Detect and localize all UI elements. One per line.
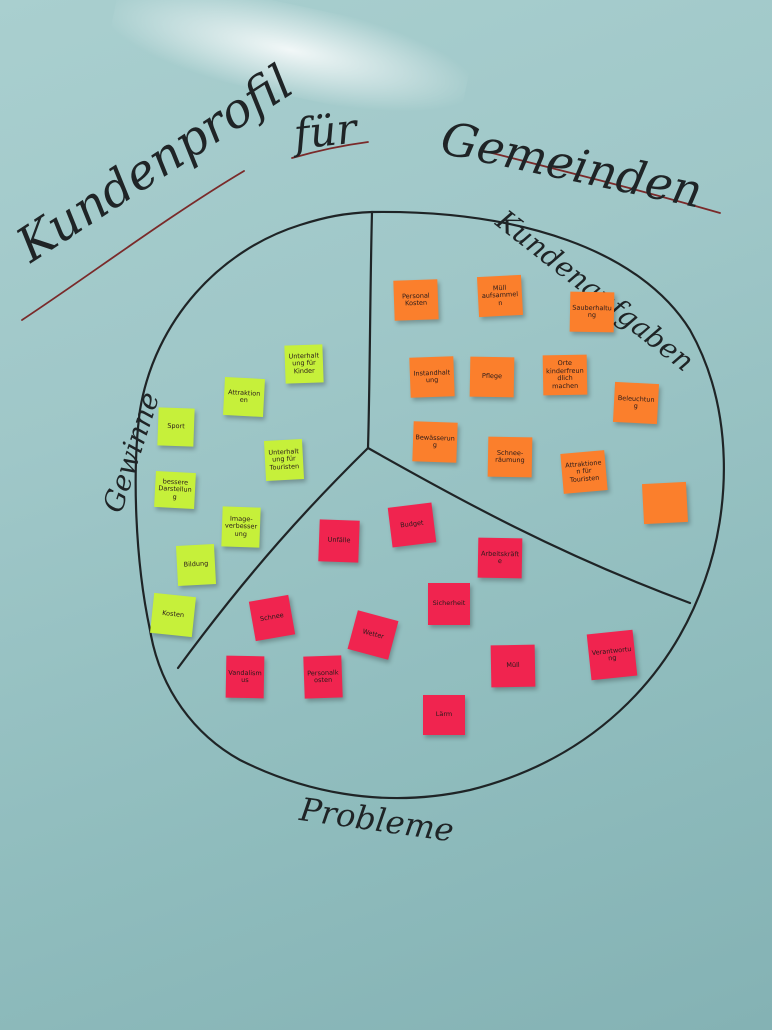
note-task: Personal Kosten	[393, 279, 439, 321]
note-gain: Kosten	[150, 592, 196, 638]
note-task: Pflege	[469, 356, 515, 398]
title-underline-3	[479, 149, 721, 214]
note-problem: Unfälle	[318, 519, 360, 563]
note-task: Attraktionen für Touristen	[560, 450, 608, 494]
note-task: Schnee-räumung	[487, 436, 533, 478]
note-problem: Arbeitskräfte	[477, 537, 523, 579]
note-problem: Müll	[490, 644, 536, 688]
title-fuer: für	[291, 103, 359, 159]
note-gain: bessere Darstellung	[154, 470, 196, 510]
note-problem: Personalkosten	[303, 655, 343, 699]
note-problem: Lärm	[423, 695, 465, 735]
note-task: Beleuchtung	[612, 381, 660, 425]
note-gain: Sport	[157, 407, 195, 447]
title-underline-2	[291, 141, 369, 159]
divider-top	[366, 210, 374, 450]
note-gain: Image-verbesserung	[221, 506, 261, 548]
note-task: Instandhaltung	[409, 356, 455, 398]
note-problem: Budget	[387, 502, 437, 548]
note-problem: Verantwortung	[586, 629, 638, 681]
note-problem: Vandalismus	[225, 655, 265, 699]
divider-left	[176, 446, 370, 670]
note-gain: Bildung	[175, 544, 217, 586]
note-task: Sauberhaltung	[569, 291, 615, 333]
divider-right	[366, 446, 692, 605]
note-problem: Schnee	[248, 594, 296, 642]
note-gain: Unterhaltung für Touristen	[263, 439, 305, 481]
title-underline-1	[21, 170, 245, 321]
note-task: Orte kinderfreundlich machen	[542, 354, 588, 396]
note-task: Bewässerung	[412, 421, 458, 463]
note-problem: Sicherheit	[428, 583, 470, 625]
customer-profile-circle	[134, 210, 725, 800]
note-gain: Unterhaltung für Kinder	[284, 344, 324, 384]
note-task: Müll aufsammeln	[476, 274, 524, 318]
note-gain: Attraktionen	[223, 376, 265, 418]
note-task	[641, 481, 689, 525]
